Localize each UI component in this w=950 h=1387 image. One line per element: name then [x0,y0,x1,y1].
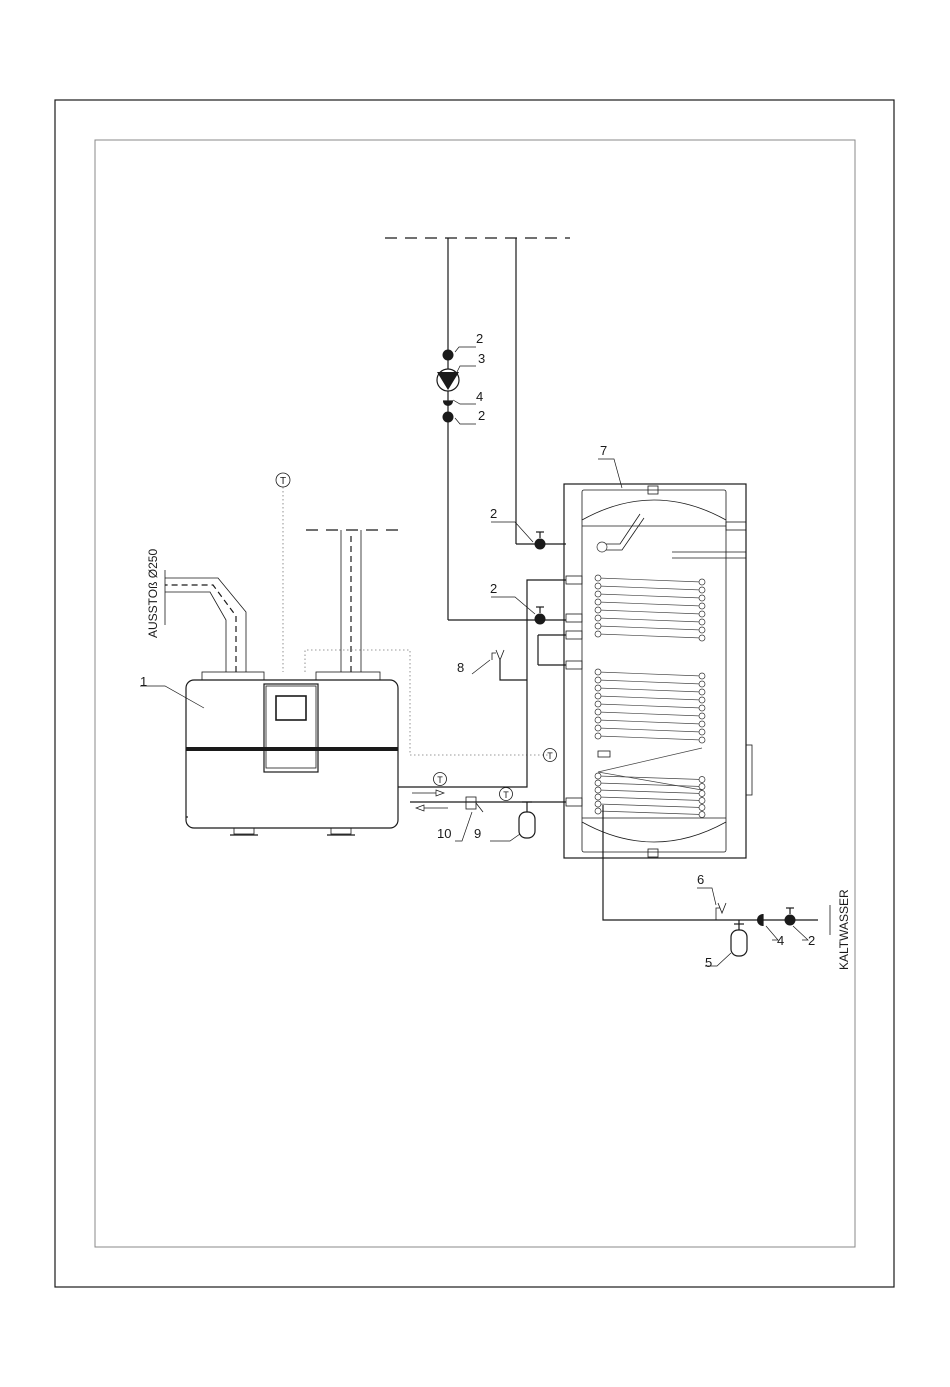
callout-valve-tank-upper: 2 [490,506,497,521]
svg-text:T: T [280,476,286,487]
callout-valve-cold-water: 2 [808,933,815,948]
callout-valve-flow-bottom: 2 [478,408,485,423]
control-panel [264,684,318,772]
ball-valve-icon [785,915,796,926]
svg-text:T: T [437,775,443,785]
ball-valve-icon [443,412,454,423]
boiler-flow-pipe [398,580,566,787]
temperature-sensor-icon: T [276,473,290,487]
temperature-sensor-icon: T [544,749,557,762]
expansion-vessel-icon [731,920,747,956]
temperature-sensor-icon: T [500,788,513,801]
storage-tank [564,484,752,858]
boiler-unit [186,672,398,835]
ball-valve-icon [443,350,454,361]
display-screen [276,696,306,720]
chimney-duct [306,530,398,672]
callout-check-valve-flow: 4 [476,389,483,404]
callout-tank: 7 [600,443,607,458]
check-valve-icon [443,401,453,406]
callout-expansion-vessel-water: 5 [705,955,712,970]
safety-valve-icon [716,903,726,920]
callout-check-valve-water: 4 [777,933,784,948]
cold-water-pipe [603,805,818,920]
callout-expansion-vessel-heating: 9 [474,826,481,841]
flow-arrow-icon [412,790,444,796]
temperature-sensor-icon: T [434,773,447,786]
flow-arrow-icon [416,805,448,811]
callout-safety-valve-water: 6 [697,872,704,887]
cold-water-label: KALTWASSER [837,889,851,970]
callout-safety-valve-heating: 8 [457,660,464,675]
exhaust-label: AUSSTOß Ø250 [146,549,160,638]
callout-boiler: 1 [140,674,147,689]
ball-valve-icon [535,614,546,625]
callout-pump: 3 [478,351,485,366]
outer-frame [55,100,894,1287]
svg-text:T: T [503,790,509,800]
filter-icon [466,797,483,812]
safety-valve-icon [492,650,504,660]
callout-filter: 10 [437,826,451,841]
exhaust-duct [165,570,246,672]
expansion-vessel-icon [519,802,535,838]
check-valve-icon [757,914,763,926]
callout-valve-flow-top: 2 [476,331,483,346]
inner-frame [95,140,855,1247]
ball-valve-icon [535,539,546,550]
callout-valve-tank-middle: 2 [490,581,497,596]
svg-text:T: T [547,751,553,761]
